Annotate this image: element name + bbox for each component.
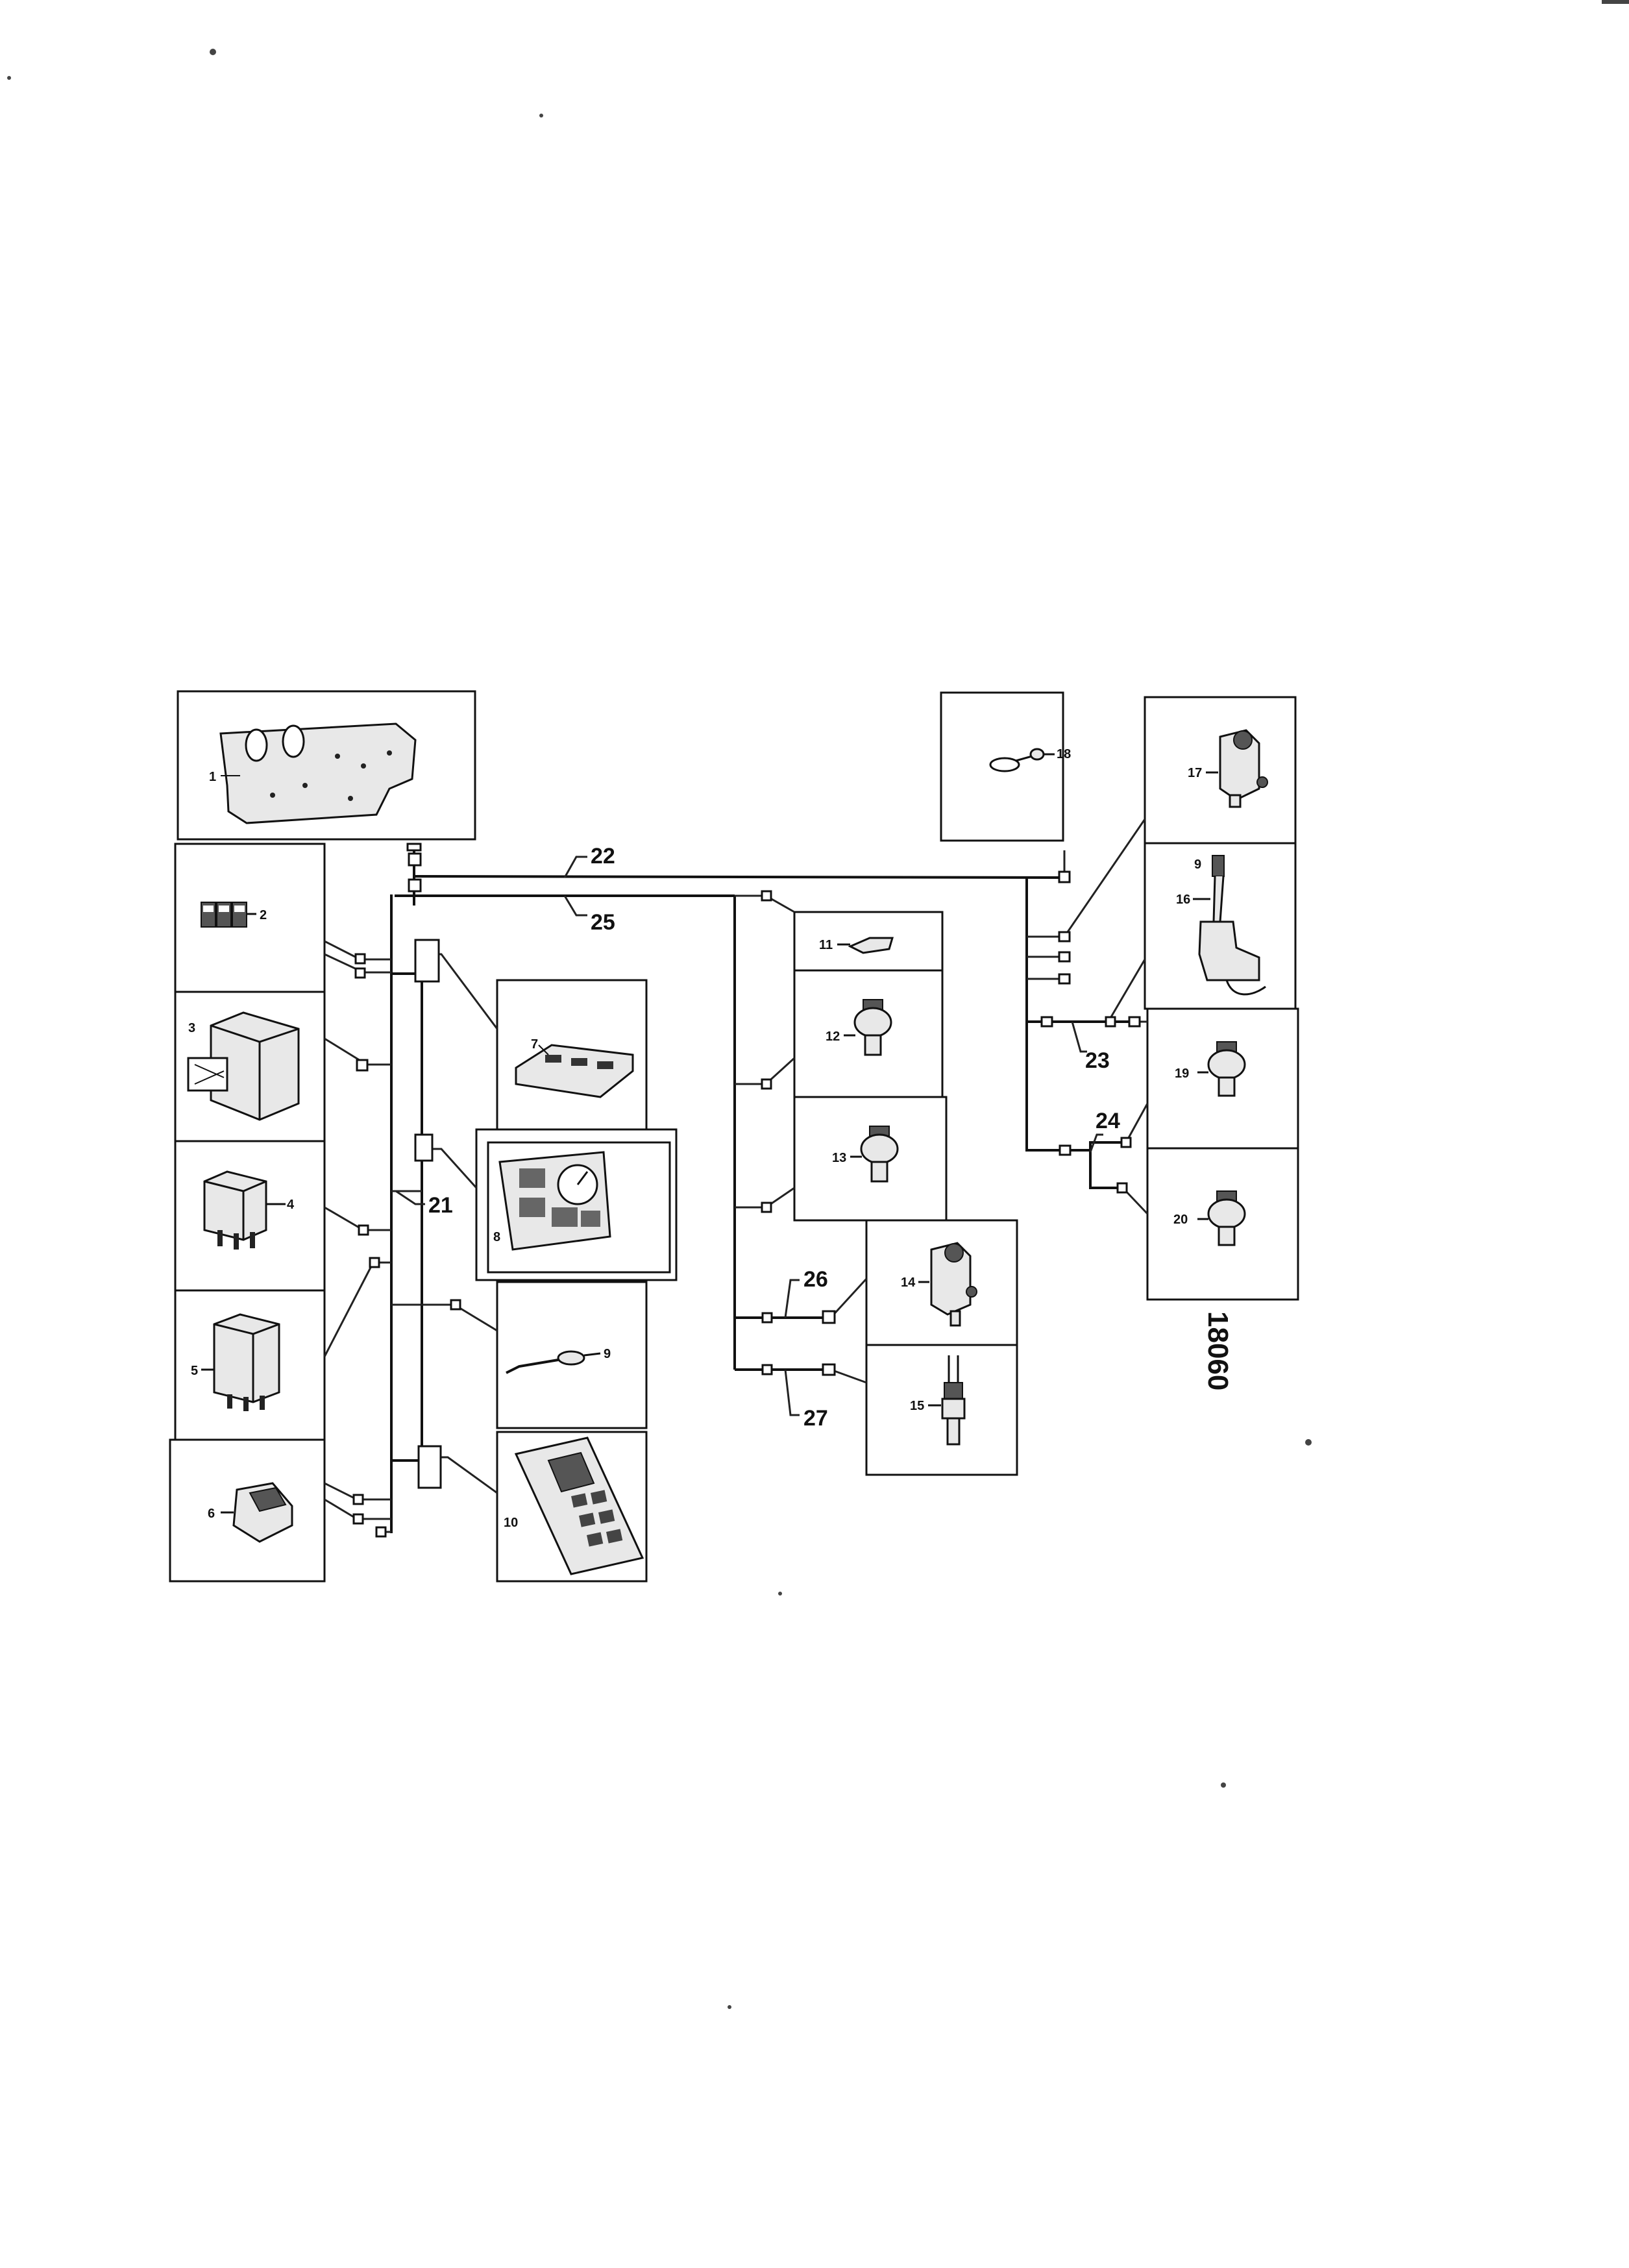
triple-switch-block-icon [201, 902, 256, 928]
harness-label-22: 22 [591, 844, 615, 869]
component-label-5: 5 [191, 1364, 198, 1378]
pressure-switch-icon [844, 999, 892, 1056]
component-label-18: 18 [1057, 747, 1071, 761]
component-label-3: 3 [188, 1021, 195, 1035]
component-label-6: 6 [208, 1507, 215, 1521]
component-label-20: 20 [1173, 1213, 1188, 1227]
temperature-sender-icon [928, 1355, 966, 1446]
component-label-1: 1 [209, 770, 216, 784]
lever-switch-icon [1193, 855, 1266, 996]
harness-labels: 21 22 23 24 25 26 27 [428, 844, 1120, 1431]
large-relay-icon [187, 1011, 300, 1121]
component-label-19: 19 [1175, 1066, 1189, 1081]
component-label-13: 13 [832, 1151, 846, 1165]
harness-connectors [352, 843, 1141, 1538]
scan-specks [7, 0, 1629, 2009]
solenoid-valve-icon [1206, 729, 1268, 808]
control-keypad-unit-icon [514, 1436, 644, 1575]
component-label-11: 11 [819, 938, 833, 952]
component-label-7: 7 [531, 1037, 538, 1052]
component-labels: 1 2 3 4 5 6 7 8 9 10 11 12 13 14 15 16 1… [188, 747, 1202, 1530]
relay-icon [203, 1170, 286, 1250]
harness-label-21: 21 [428, 1193, 453, 1218]
component-label-17: 17 [1188, 766, 1202, 780]
figure-code: 18060 [1202, 1311, 1234, 1390]
small-sensor-icon [837, 937, 894, 954]
component-label-2: 2 [260, 908, 267, 922]
component-label-14: 14 [901, 1276, 916, 1290]
harness-label-26: 26 [803, 1267, 828, 1292]
pressure-switch-icon [1197, 1041, 1246, 1097]
instrument-panel-board-icon [219, 722, 417, 824]
sensor-lead-icon [506, 1350, 601, 1374]
rocker-switch-icon [221, 1482, 293, 1543]
component-label-10: 10 [504, 1516, 518, 1530]
component-label-4: 4 [287, 1198, 295, 1212]
instrument-cluster-icon [487, 1141, 671, 1274]
tall-relay-icon [201, 1313, 280, 1411]
harness-wires [323, 819, 1149, 1533]
component-label-12: 12 [826, 1029, 840, 1044]
pressure-switch-icon [1197, 1190, 1246, 1246]
circuit-board-icon [515, 1044, 634, 1098]
detail-label: 9 [1194, 857, 1201, 872]
harness-label-27: 27 [803, 1406, 828, 1431]
component-label-8: 8 [493, 1230, 500, 1244]
harness-label-25: 25 [591, 910, 615, 935]
pressure-switch-icon [850, 1126, 899, 1183]
harness-label-24: 24 [1096, 1109, 1120, 1133]
component-label-15: 15 [910, 1399, 924, 1413]
ring-sensor-icon [989, 748, 1055, 772]
solenoid-valve-icon [918, 1242, 977, 1327]
harness-label-23: 23 [1085, 1048, 1110, 1073]
component-label-9: 9 [604, 1347, 611, 1361]
component-label-16: 16 [1176, 893, 1190, 907]
